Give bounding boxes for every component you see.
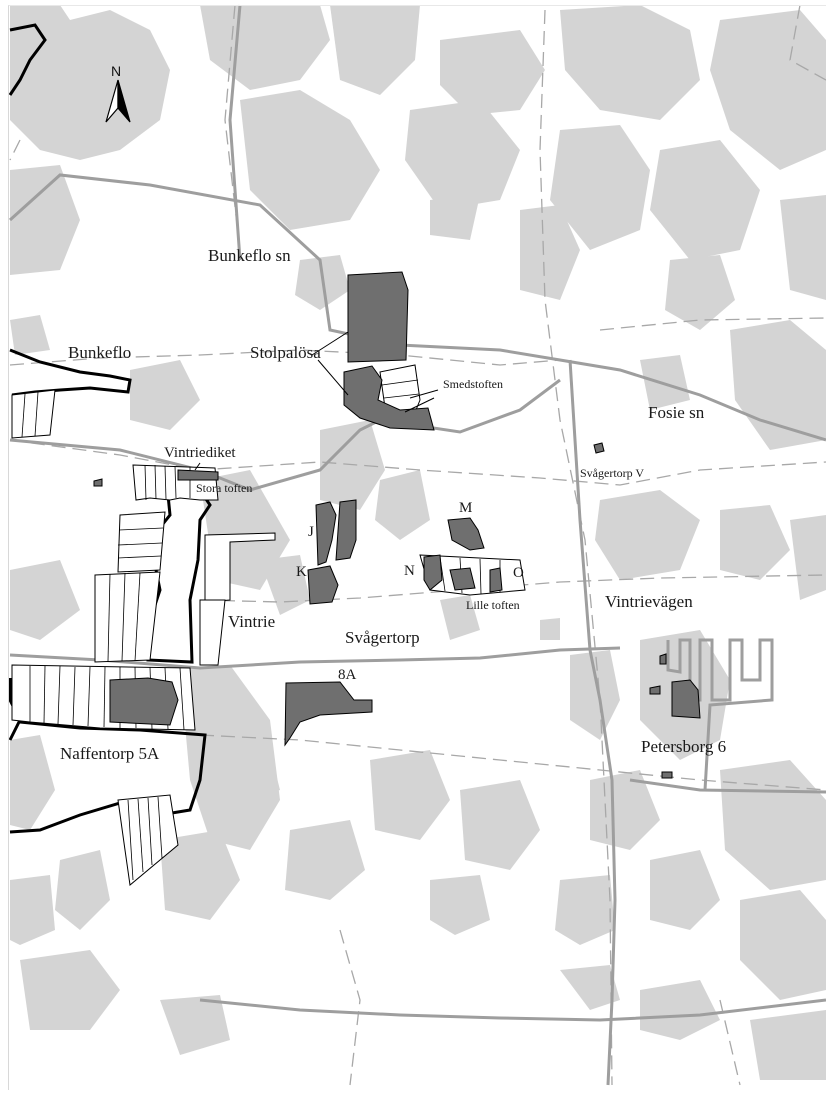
label-naffentorp-5a: Naffentorp 5A [60,744,160,763]
label-lille-toften: Lille toften [466,598,520,612]
label-stora-toften: Stora toften [196,481,253,495]
label-site-o: O [513,565,524,581]
north-arrow-icon [105,79,131,123]
label-bunkeflo: Bunkeflo [68,343,132,362]
label-svagertorp: Svågertorp [345,628,420,647]
label-site-n: N [404,563,415,579]
leader-lines [194,331,439,471]
label-smedstoften: Smedstoften [443,377,503,391]
parish-boundaries [8,4,826,1086]
plot-strips [21,379,501,881]
label-site-8a: 8A [338,667,357,683]
label-site-k: K [296,564,307,580]
excavation-areas [93,271,701,779]
label-svagertorp-v: Svågertorp V [580,466,645,480]
label-stolpalosa: Stolpalösa [250,343,321,362]
label-site-j: J [308,524,314,540]
label-bunkeflo-sn: Bunkeflo sn [208,246,291,265]
label-vintrie: Vintrie [228,612,276,631]
label-fosie-sn: Fosie sn [648,403,705,422]
label-vintriediket: Vintriediket [164,445,236,461]
label-vintrievagen: Vintrievägen [605,592,693,611]
municipal-boundaries [8,23,212,834]
label-site-m: M [459,500,473,516]
north-letter: N [111,63,122,79]
land-areas [10,5,826,1080]
label-petersborg-6: Petersborg 6 [641,737,727,756]
